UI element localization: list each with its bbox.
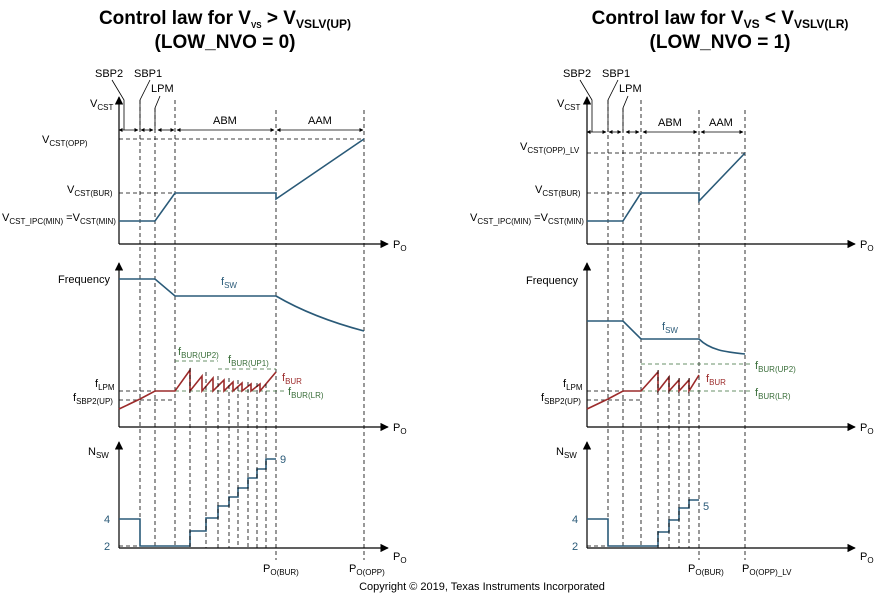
- right-po-opp-label: PO(OPP)_LV: [742, 563, 792, 577]
- right-label-lpm: LPM: [619, 83, 642, 95]
- left-fbur-lr-label: fBUR(LR): [288, 386, 324, 400]
- right-vcst-opp-label: VCST(OPP)_LV: [520, 141, 580, 155]
- right-frequency-axis-label: Frequency: [526, 275, 578, 287]
- right-title-line1: Control law for VVS < VVSLV(LR): [592, 8, 849, 31]
- left-fbur-trace: [118, 367, 277, 410]
- right-vcst-bur-label: VCST(BUR): [535, 184, 581, 198]
- left-nsw-4-label: 4: [104, 514, 110, 526]
- right-vcst-trace: [587, 152, 746, 222]
- right-vcst-min-label: VCST_IPC(MIN) =VCST(MIN): [470, 212, 584, 226]
- right-nsw-axis-label: NSW: [556, 446, 577, 460]
- left-label-lpm: LPM: [151, 83, 174, 95]
- right-label-aam: AAM: [709, 117, 733, 129]
- left-nsw-2-label: 2: [104, 541, 110, 553]
- right-fsw-label: fSW: [662, 321, 678, 335]
- right-po-label-1: PO: [860, 239, 874, 253]
- left-fsbp2-label: fSBP2(UP): [73, 392, 113, 406]
- left-leader-sbp2: [111, 79, 125, 130]
- left-title-line2: (LOW_NVO = 0): [155, 32, 296, 53]
- left-po-bur-label: PO(BUR): [263, 563, 299, 577]
- right-po-label-2: PO: [860, 422, 874, 436]
- right-panel: Control law for VVS < VVSLV(LR) (LOW_NVO…: [470, 8, 874, 577]
- right-label-abm: ABM: [658, 117, 682, 129]
- left-leader-sbp1: [139, 79, 151, 130]
- right-leader-sbp1: [607, 79, 619, 132]
- right-flpm-label: fLPM: [563, 378, 583, 392]
- right-fbur-lr-label: fBUR(LR): [755, 387, 791, 401]
- right-po-label-3: PO: [860, 551, 874, 565]
- left-vcst-min-label: VCST_IPC(MIN) =VCST(MIN): [2, 212, 116, 226]
- left-nsw-trace: [119, 458, 276, 547]
- left-fsw-trace: [119, 278, 365, 332]
- right-vcst-axis-label: VCST: [557, 98, 580, 112]
- right-nsw-trace: [587, 499, 699, 547]
- right-leader-lpm: [622, 95, 629, 132]
- left-vcst-trace: [119, 138, 365, 222]
- right-nsw-2-label: 2: [572, 541, 578, 553]
- copyright-text: Copyright © 2019, Texas Instruments Inco…: [359, 581, 605, 593]
- left-frequency-axis-label: Frequency: [58, 274, 110, 286]
- left-title-line1: Control law for VVS > VVSLV(UP): [99, 8, 351, 31]
- left-vcst-opp-label: VCST(OPP): [42, 134, 88, 148]
- left-leader-lpm: [154, 95, 161, 130]
- left-flpm-label: fLPM: [95, 378, 115, 392]
- left-label-abm: ABM: [213, 115, 237, 127]
- left-label-sbp1: SBP1: [134, 68, 162, 80]
- right-label-sbp1: SBP1: [602, 68, 630, 80]
- right-fbur-label: fBUR: [706, 373, 726, 387]
- left-po-label-1: PO: [393, 239, 407, 253]
- right-fbur-trace: [586, 369, 700, 410]
- left-fbur-up1-label: fBUR(UP1): [228, 354, 269, 368]
- left-nsw-axis-label: NSW: [88, 446, 109, 460]
- right-fbur-up2-label: fBUR(UP2): [755, 360, 796, 374]
- right-nsw-5-label: 5: [703, 501, 709, 513]
- left-label-aam: AAM: [308, 115, 332, 127]
- right-fsbp2-label: fSBP2(UP): [541, 392, 581, 406]
- left-fbur-label: fBUR: [282, 372, 302, 386]
- left-fbur-up2-label: fBUR(UP2): [178, 346, 219, 360]
- left-vcst-axis-label: VCST: [90, 98, 113, 112]
- left-po-label-2: PO: [393, 422, 407, 436]
- left-panel: Control law for VVS > VVSLV(UP) (LOW_NVO…: [2, 8, 407, 577]
- left-nsw-9-label: 9: [280, 454, 286, 466]
- left-po-label-3: PO: [393, 551, 407, 565]
- right-label-sbp2: SBP2: [563, 68, 591, 80]
- right-fsw-trace: [587, 320, 746, 355]
- left-vcst-bur-label: VCST(BUR): [67, 184, 113, 198]
- left-label-sbp2: SBP2: [95, 68, 123, 80]
- right-po-bur-label: PO(BUR): [688, 563, 724, 577]
- right-title-line2: (LOW_NVO = 1): [650, 32, 791, 53]
- left-po-opp-label: PO(OPP): [349, 563, 385, 577]
- right-nsw-4-label: 4: [572, 514, 578, 526]
- right-leader-sbp2: [579, 79, 593, 132]
- left-fsw-label: fSW: [221, 276, 237, 290]
